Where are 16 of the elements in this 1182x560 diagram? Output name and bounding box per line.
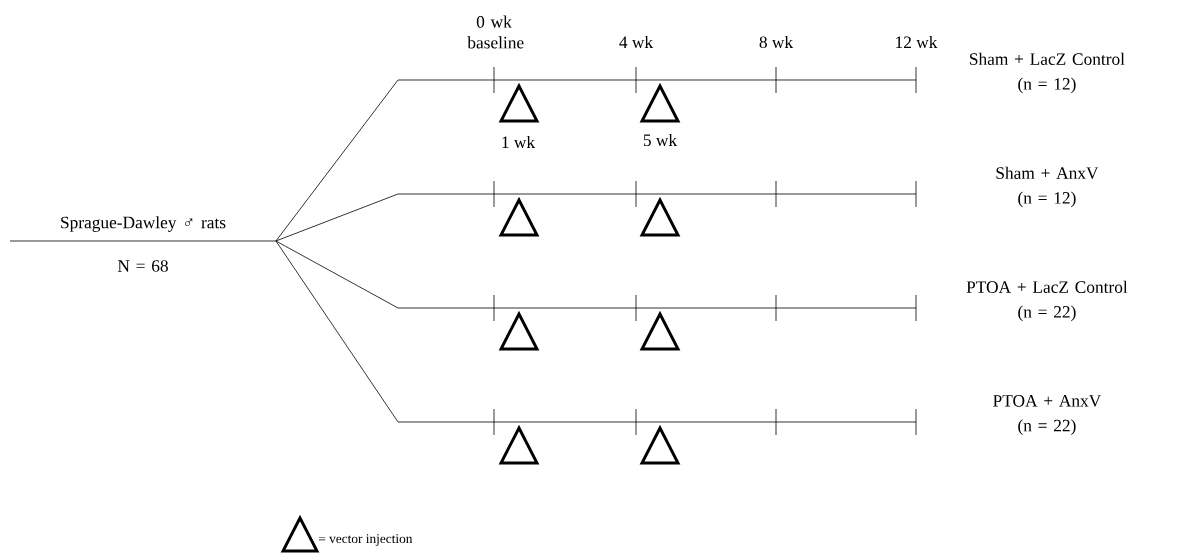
group-label: Sham + LacZ Control (n = 12) <box>970 52 1125 94</box>
group-label: PTOA + AnxV (n = 22) <box>993 395 1102 435</box>
branch-line <box>275 79 917 242</box>
group-label: PTOA + LacZ Control (n = 22) <box>966 280 1128 322</box>
legend-text: = vector injection <box>318 534 413 546</box>
group-label: Sham + AnxV (n = 12) <box>996 166 1099 208</box>
week-label: 4 wk <box>619 35 654 49</box>
week-label: 8 wk <box>759 35 794 49</box>
branch-line <box>275 240 917 309</box>
branch-line <box>275 193 917 242</box>
branch-line <box>275 240 917 423</box>
cohort-label: Sprague-Dawley ♂ rats N = 68 <box>61 216 226 272</box>
week-label: 5 wk <box>643 133 678 147</box>
week-label: 1 wk <box>502 135 536 149</box>
week-label: 12 wk <box>896 35 938 49</box>
week-label: 0 wk baseline <box>467 15 524 49</box>
